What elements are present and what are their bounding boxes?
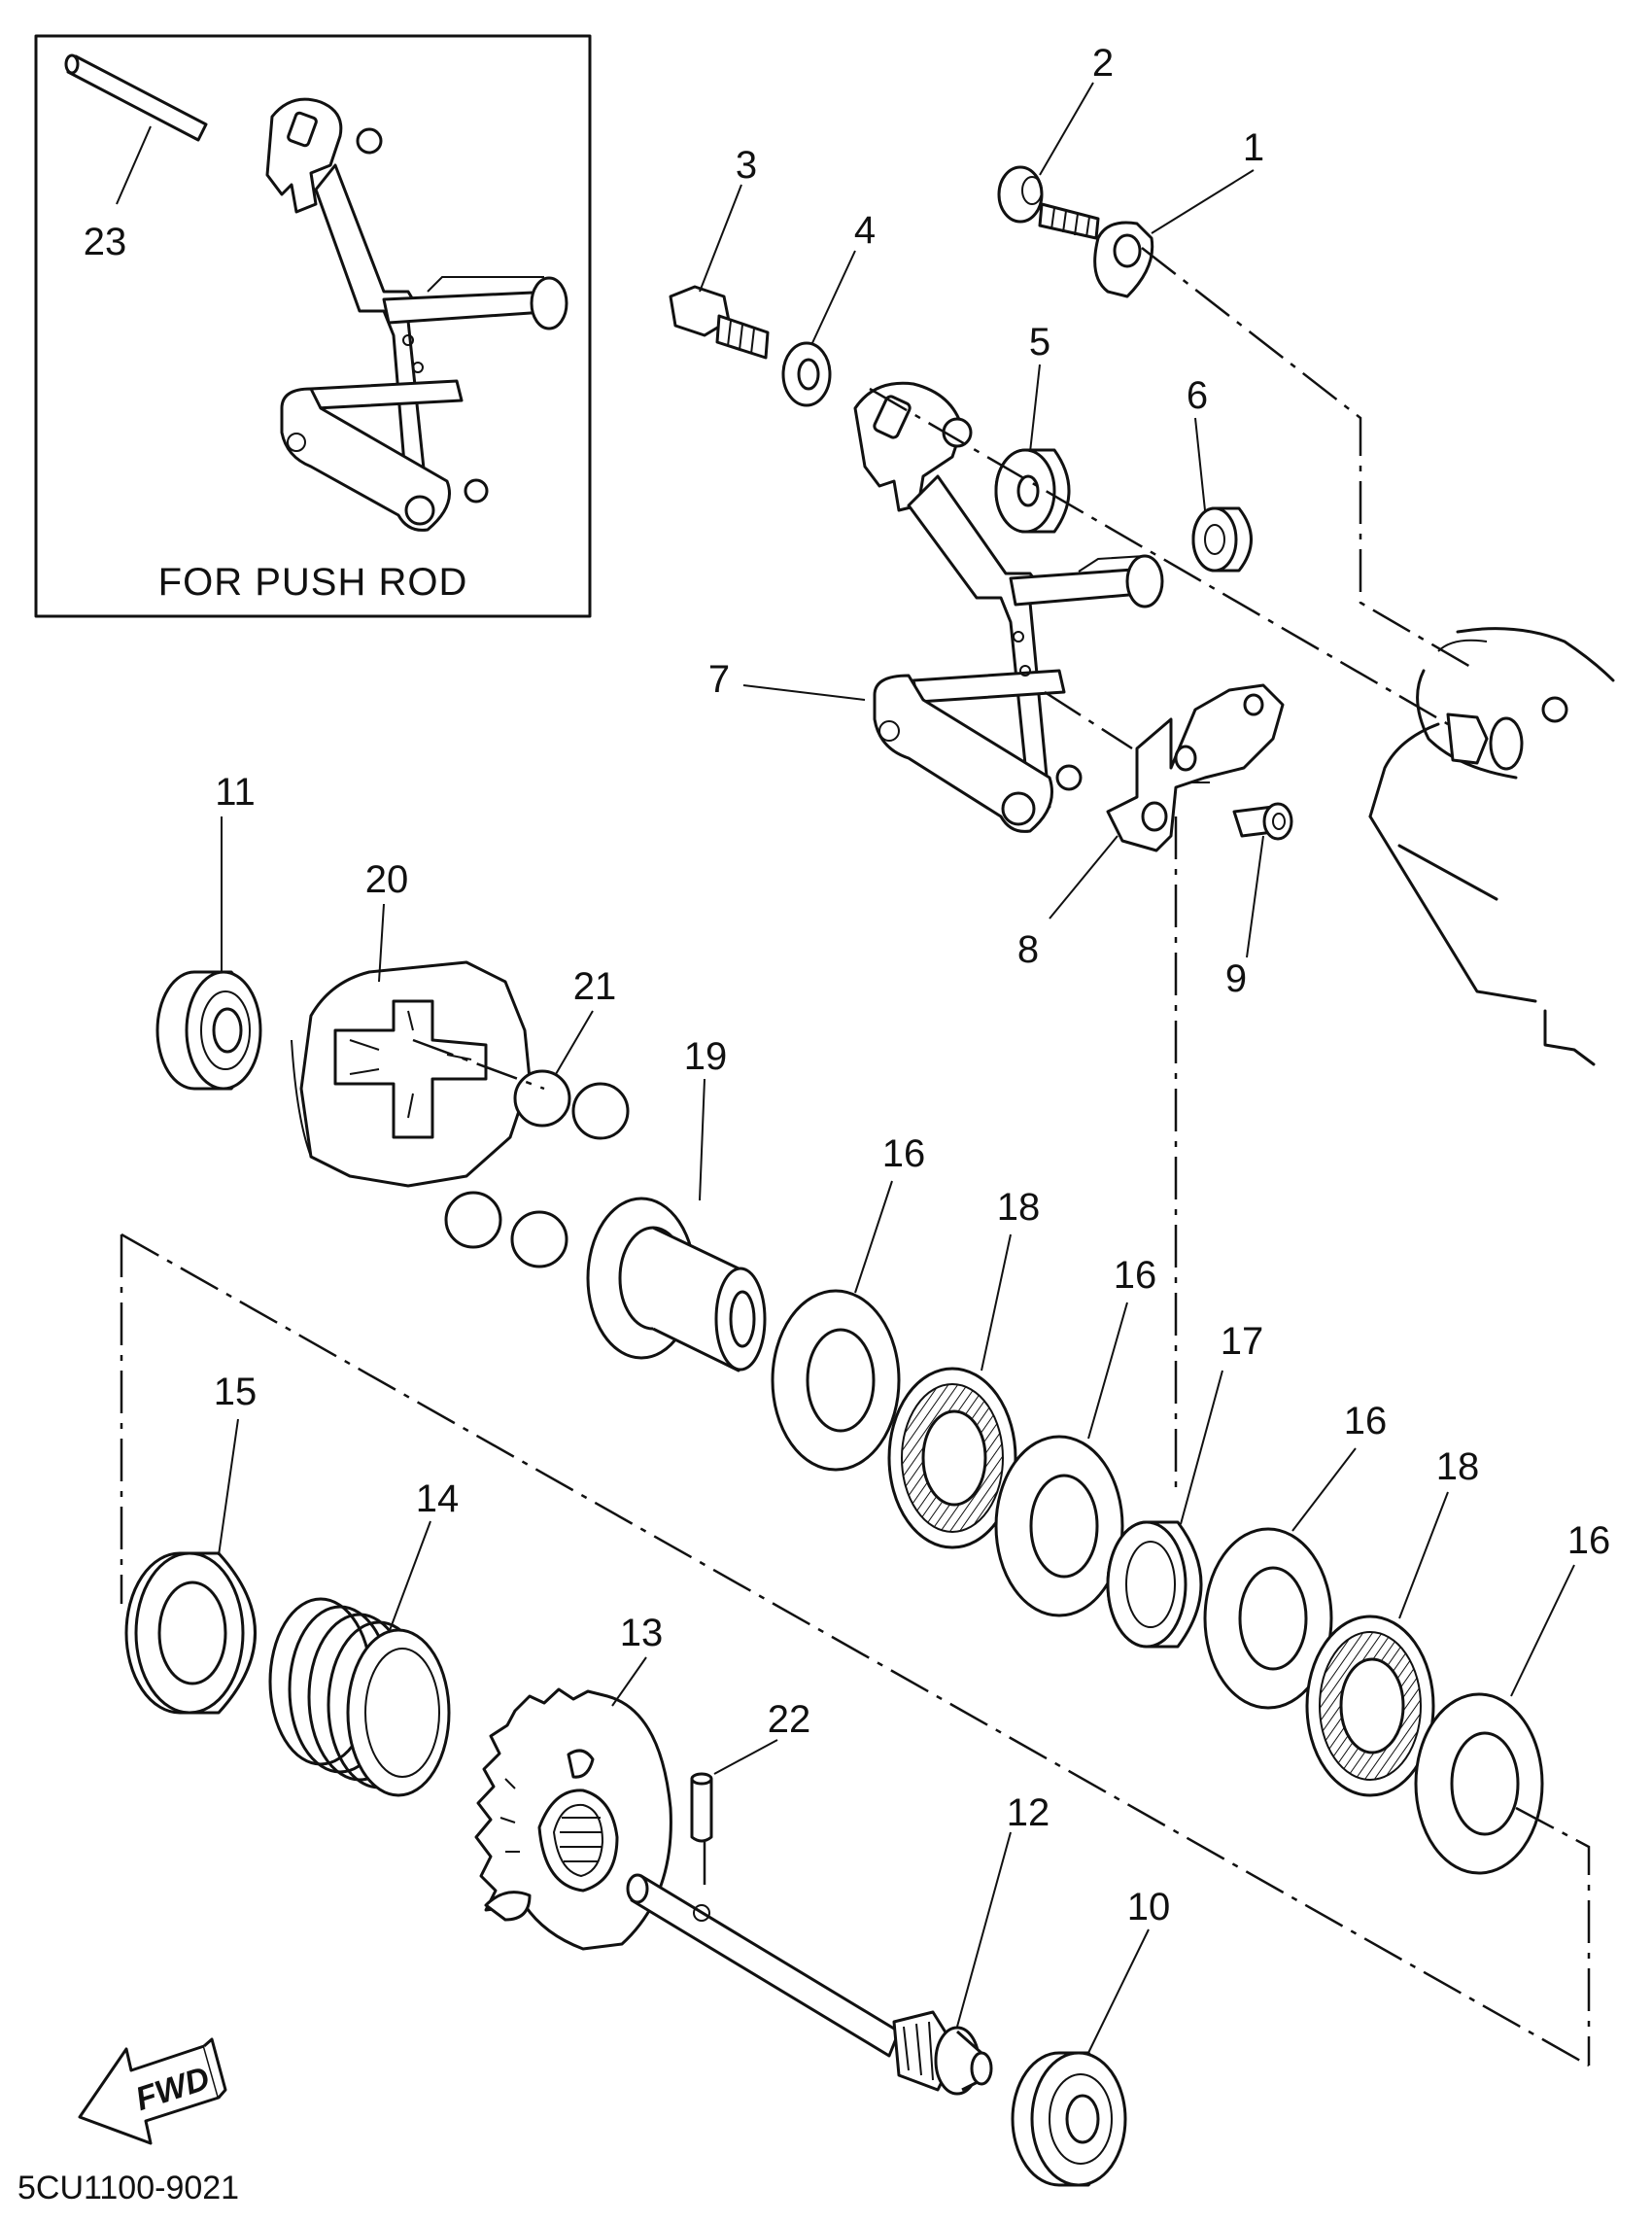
- segment-group: [155, 960, 630, 1268]
- leader-16a: [854, 1180, 893, 1294]
- callout-11: 11: [215, 771, 256, 814]
- part-1-washer: [1093, 221, 1154, 298]
- leader-14: [388, 1520, 431, 1634]
- leader-7: [742, 684, 866, 701]
- callout-22: 22: [768, 1698, 811, 1741]
- callout-1: 1: [1243, 126, 1264, 169]
- leader-15: [218, 1418, 239, 1556]
- callout-18b: 18: [1436, 1445, 1480, 1488]
- callout-labels: 1 2 3 4 5 6 7 8 9 10 11 12 13 14 15 16 1…: [84, 42, 1611, 1928]
- callout-16b: 16: [1114, 1254, 1157, 1297]
- leader-17: [1180, 1370, 1223, 1525]
- callout-21: 21: [573, 965, 617, 1008]
- leader-19: [699, 1078, 706, 1201]
- leader-5: [1029, 364, 1041, 453]
- callout-13: 13: [620, 1612, 664, 1654]
- inset-caption: FOR PUSH ROD: [158, 561, 468, 604]
- part-19-collar: [586, 1197, 767, 1372]
- part-22-pin: [690, 1772, 713, 1843]
- shaft-stack: [586, 1197, 1544, 1875]
- leader-2: [1039, 82, 1094, 176]
- part-3-bolt: [669, 285, 770, 360]
- part-13-gear: [474, 1687, 672, 1951]
- part-16d-washer: [1414, 1692, 1544, 1875]
- part-2-bolt: [997, 165, 1100, 240]
- callout-7: 7: [708, 658, 730, 701]
- leader-16b: [1087, 1302, 1128, 1440]
- push-rod-part: [64, 53, 208, 205]
- part-18b-bearing: [1305, 1615, 1435, 1797]
- leader-21: [555, 1010, 594, 1075]
- inset-frame: [34, 34, 592, 618]
- leader-3: [699, 184, 742, 293]
- part-4-washer: [781, 341, 832, 407]
- leader-8: [1049, 835, 1119, 920]
- shift-lever-assembly: [669, 165, 1293, 852]
- callout-23: 23: [84, 221, 127, 263]
- callout-20: 20: [365, 858, 409, 901]
- callout-10: 10: [1127, 1886, 1171, 1928]
- callout-14: 14: [416, 1477, 460, 1520]
- leader-18b: [1398, 1491, 1449, 1619]
- part-6-seal: [1191, 506, 1253, 573]
- part-7-shift-lever: [853, 381, 1164, 833]
- part-14-spring: [268, 1597, 451, 1797]
- callout-8: 8: [1017, 928, 1039, 971]
- leader-9: [1246, 835, 1264, 958]
- leader-lines: [218, 82, 1575, 2054]
- callout-3: 3: [736, 144, 757, 187]
- callout-6: 6: [1187, 374, 1208, 417]
- part-10-bearing: [1011, 2051, 1127, 2187]
- callout-19: 19: [684, 1035, 728, 1078]
- part-11-bearing: [155, 970, 262, 1091]
- leader-20: [378, 903, 385, 983]
- part-8-stopper-plate: [1106, 683, 1285, 852]
- part-21-balls: [444, 1069, 630, 1268]
- callout-5: 5: [1029, 321, 1050, 364]
- leader-13: [611, 1656, 647, 1707]
- leader-16c: [1291, 1447, 1357, 1532]
- part-16b-washer: [994, 1435, 1124, 1617]
- part-12-shaft: [626, 1873, 993, 2096]
- leader-16d: [1510, 1564, 1575, 1697]
- callout-16d: 16: [1567, 1519, 1611, 1562]
- part-16c-washer: [1203, 1527, 1333, 1710]
- callout-17: 17: [1221, 1320, 1264, 1363]
- leader-1: [1151, 169, 1255, 234]
- part-17-collar: [1106, 1520, 1203, 1649]
- drawing-code: 5CU1100-9021: [17, 2170, 239, 2206]
- part-18a-bearing: [887, 1367, 1017, 1549]
- leader-23: [116, 125, 152, 205]
- part-5-collar: [994, 448, 1071, 534]
- forward-direction-arrow: FWD: [78, 2037, 227, 2145]
- callout-2: 2: [1092, 42, 1114, 85]
- leader-12: [956, 1831, 1012, 2028]
- leader-10: [1087, 1928, 1150, 2054]
- part-15-seal: [124, 1551, 257, 1715]
- leader-22: [713, 1739, 778, 1775]
- callout-18a: 18: [997, 1186, 1041, 1229]
- part-9-screw: [1232, 802, 1293, 841]
- callout-16c: 16: [1344, 1400, 1388, 1442]
- leader-4: [810, 250, 856, 346]
- part-20-segment: [291, 960, 532, 1188]
- callout-15: 15: [214, 1371, 258, 1413]
- callout-9: 9: [1225, 957, 1247, 1000]
- inset-lever-assembly: [265, 97, 568, 532]
- crankcase-outline: [1368, 627, 1615, 1066]
- callout-16a: 16: [882, 1132, 926, 1175]
- alignment-lines: [120, 247, 1591, 2067]
- leader-18a: [981, 1233, 1012, 1372]
- callout-12: 12: [1007, 1791, 1050, 1834]
- lower-group: [124, 1551, 1127, 2187]
- push-rod-inset: [34, 34, 592, 618]
- part-16a-washer: [771, 1289, 901, 1472]
- leader-6: [1194, 417, 1206, 511]
- callout-4: 4: [854, 209, 876, 252]
